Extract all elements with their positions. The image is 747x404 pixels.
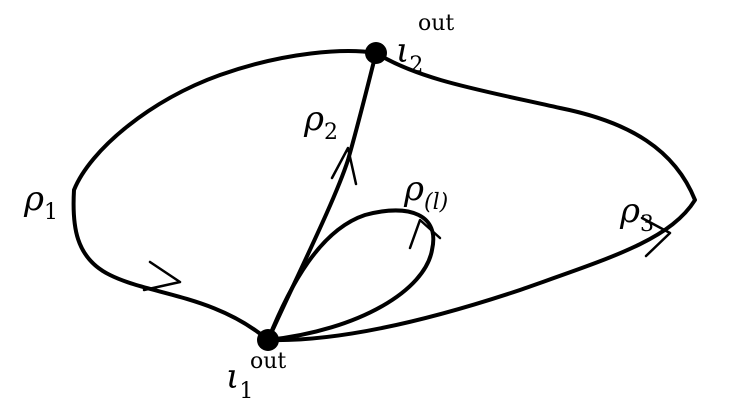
label-rho1-symbol: ρ: [23, 179, 44, 219]
label-rho-l-symbol: ρ: [403, 169, 424, 209]
path-rho1: [71, 49, 378, 342]
label-iota1-superscript: out: [250, 349, 286, 374]
label-iota2-superscript: out: [418, 11, 454, 36]
arrow-rho2: [330, 146, 358, 186]
label-rho-l: ρ(l): [403, 169, 448, 215]
arrow-rho1: [142, 260, 182, 292]
label-rho3-subscript: 3: [640, 212, 654, 237]
label-iota2-subscript: 2: [409, 53, 423, 78]
label-iota2-symbol: ι: [396, 31, 409, 71]
node-iota2: [365, 42, 387, 64]
path-rho2: [266, 51, 378, 342]
label-iota2: ι2: [396, 31, 423, 78]
path-rho-l-loop: [266, 208, 436, 342]
label-rho3: ρ3: [619, 191, 654, 237]
path-rho3: [266, 51, 697, 343]
label-rho2-subscript: 2: [324, 120, 338, 145]
label-rho3-symbol: ρ: [619, 191, 640, 231]
label-iota1-subscript: 1: [239, 379, 253, 404]
label-rho1: ρ1: [23, 179, 58, 225]
label-rho2-symbol: ρ: [303, 99, 324, 139]
label-iota1: ι1: [226, 357, 253, 404]
label-rho2: ρ2: [303, 99, 338, 145]
label-iota1-symbol: ι: [226, 357, 239, 397]
node-iota1: [257, 329, 279, 351]
arrow-rho-l: [408, 218, 442, 250]
arrow-rho3: [640, 216, 672, 258]
label-rho1-subscript: 1: [44, 200, 58, 225]
label-rho-l-subscript: (l): [424, 190, 448, 215]
